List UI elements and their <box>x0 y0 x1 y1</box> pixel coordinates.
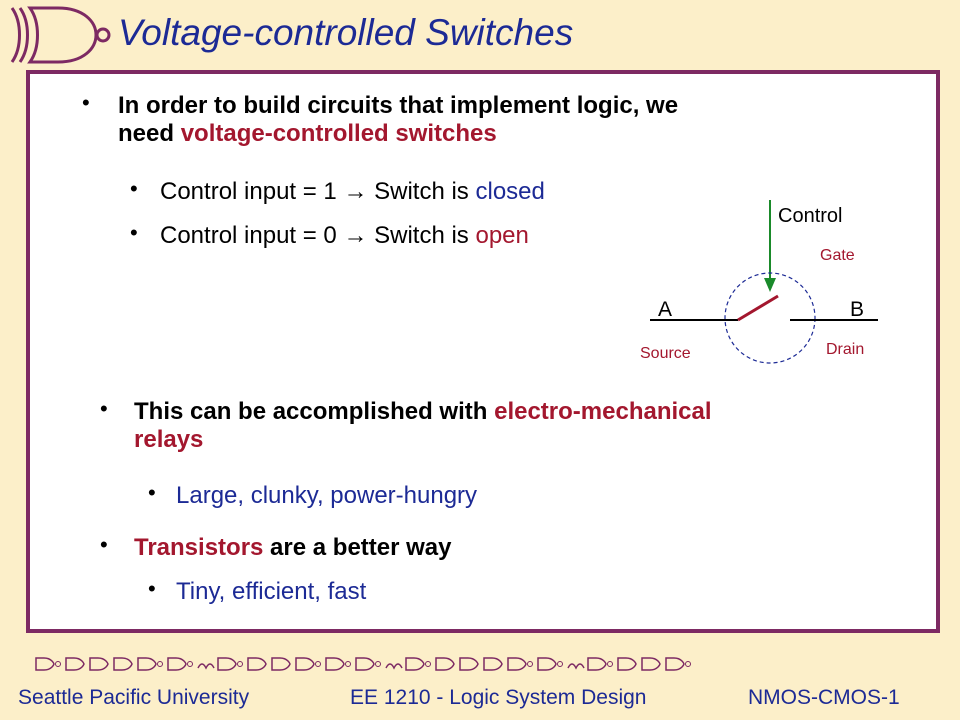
switch-diagram: Control Gate A B Source Drain <box>640 200 878 364</box>
relay-highlight2: relays <box>134 426 204 453</box>
gate-glyph-icon <box>483 657 503 671</box>
footer-university: Seattle Pacific University <box>18 686 249 710</box>
switch-blade <box>737 294 779 322</box>
logic-gate-strip-decoration <box>35 657 691 671</box>
slide-title: Voltage-controlled Switches <box>118 12 574 53</box>
bullet-marker: • <box>100 396 108 421</box>
sub2-mid: Switch is <box>367 222 476 249</box>
gate-bubble-icon <box>557 661 563 667</box>
university-name: eattle Pacific University <box>32 686 250 709</box>
gate-glyph-icon <box>641 657 661 671</box>
sub1-text: Control input = 1 <box>160 178 344 205</box>
gate-glyph-icon <box>113 657 133 671</box>
gate-glyph-icon <box>665 657 685 671</box>
right-arrow-icon: → <box>343 222 368 249</box>
intro-bullet: In order to build circuits that implemen… <box>118 92 678 148</box>
relay-highlight1: electro-mechanical <box>494 398 712 425</box>
gate-glyph-icon <box>617 657 637 671</box>
gate-bubble-icon <box>425 661 431 667</box>
open-state: open <box>475 222 529 249</box>
gate-glyph-icon <box>89 657 109 671</box>
gate-bubble-icon <box>55 661 61 667</box>
gate-glyph-icon <box>35 657 55 671</box>
bullet-marker: • <box>148 576 156 601</box>
transistor-bullet: Transistors are a better way <box>134 534 452 562</box>
gate-glyph-icon <box>567 663 585 670</box>
gate-glyph-icon <box>587 657 607 671</box>
gate-glyph-icon <box>167 657 187 671</box>
gate-bubble-icon <box>237 661 243 667</box>
control-label: Control <box>778 205 842 227</box>
logic-gate-logo-icon <box>10 6 111 64</box>
control-arrow-head <box>764 278 776 292</box>
gate-bubble-icon <box>345 661 351 667</box>
gate-glyph-icon <box>435 657 455 671</box>
gate-glyph-icon <box>217 657 237 671</box>
intro-text-line1: In order to build circuits that implemen… <box>118 92 679 119</box>
sub2-text: Control input = 0 <box>160 222 344 249</box>
gate-glyph-icon <box>355 657 375 671</box>
gate-glyph-icon <box>65 657 85 671</box>
bullet-marker: • <box>130 220 138 245</box>
gate-glyph-icon <box>507 657 527 671</box>
switch-circle <box>724 272 816 364</box>
gate-glyph-icon <box>325 657 345 671</box>
closed-state: closed <box>475 178 545 205</box>
intro-highlight: voltage-controlled switches <box>180 120 497 147</box>
terminal-a-label: A <box>658 298 672 321</box>
university-initial: S <box>18 686 33 709</box>
footer-slide-id: NMOS-CMOS-1 <box>748 686 900 709</box>
gate-glyph-icon <box>385 663 403 670</box>
gate-glyph-icon <box>537 657 557 671</box>
sub-bullet-closed: Control input = 1 → Switch is closed <box>160 178 545 206</box>
relay-text: This can be accomplished with <box>134 398 495 425</box>
drain-label: Drain <box>826 341 864 358</box>
transistor-highlight: Transistors <box>134 534 264 561</box>
gate-glyph-icon <box>295 657 315 671</box>
gate-glyph-icon <box>459 657 479 671</box>
transistor-sub-bullet: Tiny, efficient, fast <box>176 578 367 605</box>
source-label: Source <box>640 345 691 362</box>
sub1-mid: Switch is <box>367 178 476 205</box>
gate-glyph-icon <box>197 663 215 670</box>
gate-bubble-icon <box>315 661 321 667</box>
sub-bullet-open: Control input = 0 → Switch is open <box>160 222 529 250</box>
gate-glyph-icon <box>271 657 291 671</box>
right-arrow-icon: → <box>343 178 368 205</box>
gate-glyph-icon <box>405 657 425 671</box>
transistor-text: are a better way <box>263 534 452 561</box>
bullet-marker: • <box>100 532 108 557</box>
footer-course: EE 1210 - Logic System Design <box>350 686 647 709</box>
bullet-marker: • <box>130 176 138 201</box>
gate-bubble-icon <box>157 661 163 667</box>
gate-label: Gate <box>820 247 855 264</box>
relay-bullet: This can be accomplished with electro-me… <box>134 398 712 454</box>
content-panel <box>26 70 940 633</box>
terminal-b-label: B <box>850 298 864 321</box>
bullet-marker: • <box>82 90 90 115</box>
gate-bubble-icon <box>607 661 613 667</box>
gate-glyph-icon <box>247 657 267 671</box>
gate-bubble-icon <box>685 661 691 667</box>
intro-text-line2: need <box>118 120 181 147</box>
gate-bubble-icon <box>187 661 193 667</box>
gate-glyph-icon <box>137 657 157 671</box>
gate-bubble-icon <box>375 661 381 667</box>
bullet-marker: • <box>148 480 156 505</box>
gate-bubble-icon <box>527 661 533 667</box>
relay-sub-bullet: Large, clunky, power-hungry <box>176 482 478 509</box>
